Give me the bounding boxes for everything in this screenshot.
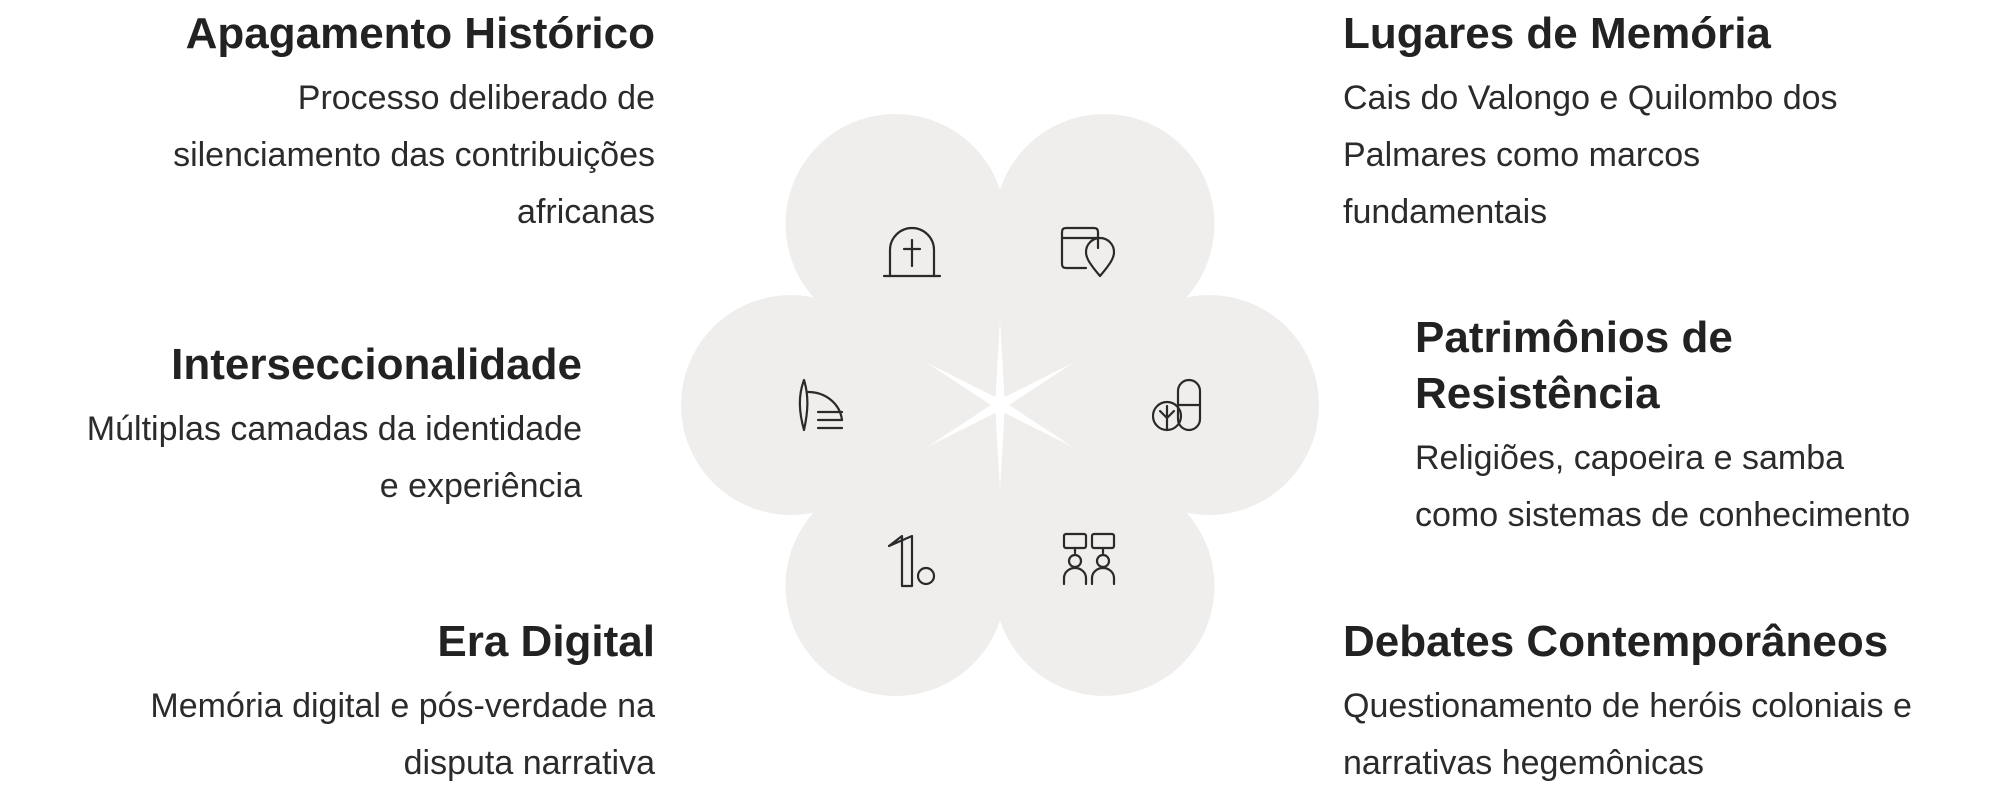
item-description: Religiões, capoeira e samba como sistema… — [1415, 439, 1911, 534]
number-one-icon — [887, 534, 936, 588]
item-title: Apagamento Histórico — [185, 9, 655, 58]
item-era-digital: Era Digital Memória digital e pós-verdad… — [0, 614, 655, 792]
tombstone-icon — [882, 226, 942, 278]
item-title: Patrimônios de Resistência — [1415, 313, 1733, 418]
item-description: Cais do Valongo e Quilombo dos Palmares … — [1343, 79, 1838, 231]
quill-document-icon — [798, 378, 844, 432]
item-description: Processo deliberado de silenciamento das… — [173, 79, 655, 231]
item-title: Debates Contemporâneos — [1343, 617, 1889, 666]
petals-group — [681, 113, 1319, 697]
item-description: Memória digital e pós-verdade na disputa… — [150, 687, 655, 782]
item-description: Questionamento de heróis coloniais e nar… — [1343, 687, 1912, 782]
location-map-icon — [1060, 226, 1116, 278]
petal-top-right — [785, 113, 1006, 398]
item-debates: Debates Contemporâneos Questionamento de… — [1343, 614, 1988, 792]
petal-right — [994, 113, 1215, 398]
item-title: Era Digital — [437, 617, 655, 666]
people-discussion-icon — [1062, 532, 1116, 586]
tree-capsule-icon — [1151, 378, 1202, 432]
item-lugares: Lugares de Memória Cais do Valongo e Qui… — [1343, 6, 1983, 241]
petal-bottom-right — [1009, 295, 1319, 515]
item-interseccionalidade: Interseccionalidade Múltiplas camadas da… — [0, 337, 582, 515]
item-title: Lugares de Memória — [1343, 9, 1771, 58]
item-description: Múltiplas camadas da identidade e experi… — [86, 410, 582, 505]
item-apagamento: Apagamento Histórico Processo deliberado… — [0, 6, 655, 241]
item-patrimonios: Patrimônios de Resistência Religiões, ca… — [1415, 310, 1985, 544]
petal-left — [785, 412, 1006, 697]
item-title: Interseccionalidade — [171, 340, 582, 389]
